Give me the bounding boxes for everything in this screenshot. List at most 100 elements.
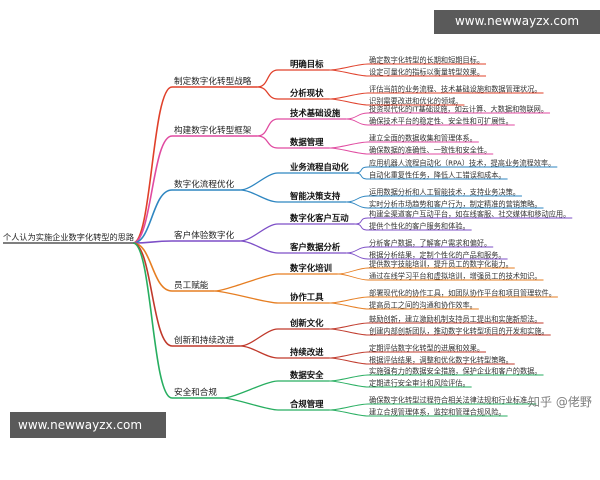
leaf-connector bbox=[346, 246, 369, 254]
leaf-text: 根据评估结果，调整和优化数字化转型策略。 bbox=[369, 356, 513, 365]
leaf-connector bbox=[329, 92, 369, 100]
branch-connector bbox=[132, 86, 173, 244]
leaf-text: 定期进行安全审计和风险评估。 bbox=[369, 379, 470, 388]
branch-connector bbox=[132, 242, 173, 292]
leaf-text: 投资现代化的IT基础设施，如云计算、大数据和物联网。 bbox=[369, 105, 548, 114]
sub-topic-label: 技术基础设施 bbox=[290, 108, 341, 118]
branch-label: 创新和持续改进 bbox=[174, 334, 235, 346]
sub-topic-label: 客户数据分析 bbox=[289, 242, 341, 252]
watermark-top: www.newwayzx.com bbox=[434, 10, 600, 34]
sub-topic-label: 智能决策支持 bbox=[290, 191, 341, 201]
leaf-connector bbox=[329, 351, 369, 359]
sub-connector bbox=[240, 172, 279, 191]
leaf-text: 确保数字化转型过程符合相关法律法规和行业标准。 bbox=[369, 396, 534, 405]
branch-connector bbox=[132, 240, 173, 244]
leaf-text: 创建内部创新团队，推动数字化转型项目的开发和实施。 bbox=[369, 327, 549, 336]
sub-topic-label: 合规管理 bbox=[289, 399, 324, 409]
leaf-text: 实时分析市场趋势和客户行为，制定精准的营销策略。 bbox=[369, 200, 542, 209]
sub-topic-label: 明确目标 bbox=[290, 59, 324, 69]
sub-connector bbox=[257, 86, 279, 100]
branch-connector bbox=[132, 242, 173, 399]
leaf-connector bbox=[329, 63, 369, 71]
leaf-connector bbox=[329, 141, 369, 149]
leaf-text: 建立全面的数据收集和管理体系。 bbox=[369, 134, 477, 143]
leaf-text: 根据分析结果，定制个性化的产品和服务。 bbox=[369, 251, 506, 260]
branch-label: 安全和合规 bbox=[174, 386, 217, 398]
sub-connector bbox=[240, 345, 279, 359]
leaf-text: 分析客户数据，了解客户需求和偏好。 bbox=[369, 239, 491, 248]
branch-label: 构建数字化转型框架 bbox=[174, 124, 252, 136]
sub-topic-label: 数字化客户互动 bbox=[290, 213, 349, 223]
leaf-connector bbox=[346, 112, 369, 120]
watermark-bottom: www.newwayzx.com bbox=[10, 412, 166, 438]
branch-connector bbox=[132, 242, 173, 347]
sub-topic-label: 数字化培训 bbox=[290, 263, 332, 273]
branch-label: 客户体验数字化 bbox=[174, 229, 235, 241]
leaf-connector bbox=[329, 147, 369, 155]
leaf-text: 提供个性化的客户服务和体验。 bbox=[369, 222, 470, 231]
leaf-connector bbox=[329, 409, 369, 417]
branch-label: 制定数字化转型战略 bbox=[174, 75, 252, 87]
sub-topic-label: 业务流程自动化 bbox=[290, 162, 349, 172]
leaf-connector bbox=[329, 380, 369, 388]
leaf-connector bbox=[354, 223, 369, 231]
sub-connector bbox=[240, 189, 279, 203]
sub-topic-label: 协作工具 bbox=[290, 292, 324, 302]
leaf-text: 建立合规管理体系，监控和管理合规风险。 bbox=[369, 408, 506, 417]
leaf-text: 提高员工之间的沟通和协作效率。 bbox=[369, 301, 477, 310]
leaf-text: 应用机器人流程自动化（RPA）技术，提高业务流程效率。 bbox=[369, 159, 555, 168]
sub-connector bbox=[257, 135, 279, 149]
root-node: 个人认为实施企业数字化转型的思路 bbox=[3, 232, 134, 242]
leaf-connector bbox=[329, 374, 369, 382]
sub-connector bbox=[222, 380, 279, 399]
leaf-text: 部署现代化的协作工具，如团队协作平台和项目管理软件。 bbox=[369, 289, 556, 298]
sub-topic-label: 创新文化 bbox=[289, 318, 324, 328]
leaf-text: 识别需要改进和优化的领域。 bbox=[369, 97, 462, 106]
zhihu-watermark: 知乎 @佬野 bbox=[528, 395, 592, 409]
leaf-connector bbox=[354, 172, 369, 180]
sub-connector bbox=[222, 397, 279, 411]
leaf-connector bbox=[354, 217, 369, 225]
leaf-text: 实施强有力的数据安全措施，保护企业和客户的数据。 bbox=[369, 367, 542, 376]
leaf-text: 自动化重复性任务，降低人工错误和成本。 bbox=[369, 171, 506, 180]
sub-connector bbox=[214, 273, 279, 292]
leaf-text: 设定可量化的指标以衡量转型效果。 bbox=[369, 68, 484, 77]
branch-connector bbox=[132, 189, 173, 244]
leaf-connector bbox=[337, 267, 369, 275]
leaf-connector bbox=[329, 328, 369, 336]
leaf-text: 确定数字化转型的长期和短期目标。 bbox=[369, 56, 484, 65]
leaf-text: 确保技术平台的稳定性、安全性和可扩展性。 bbox=[369, 117, 513, 126]
leaf-text: 通过在线学习平台和虚拟培训，增强员工的技术知识。 bbox=[369, 272, 542, 281]
sub-connector bbox=[214, 290, 279, 304]
sub-topic-label: 数据管理 bbox=[290, 137, 324, 147]
leaf-text: 提供数字技能培训，提升员工的数字化能力。 bbox=[369, 260, 513, 269]
sub-topic-label: 分析现状 bbox=[290, 88, 324, 98]
branch-label: 员工赋能 bbox=[174, 279, 209, 291]
sub-topic-label: 数据安全 bbox=[290, 370, 324, 380]
leaf-text: 确保数据的准确性、一致性和安全性。 bbox=[369, 146, 491, 155]
leaf-connector bbox=[329, 98, 369, 106]
leaf-connector bbox=[337, 273, 369, 281]
sub-topic-label: 持续改进 bbox=[290, 347, 324, 357]
leaf-connector bbox=[354, 166, 369, 174]
leaf-connector bbox=[329, 357, 369, 365]
leaf-connector bbox=[346, 201, 369, 209]
leaf-connector bbox=[329, 302, 369, 310]
leaf-connector bbox=[329, 296, 369, 304]
leaf-text: 鼓励创新，建立激励机制支持员工提出和实施新想法。 bbox=[369, 315, 542, 324]
leaf-text: 运用数据分析和人工智能技术，支持业务决策。 bbox=[369, 188, 520, 197]
branch-connector bbox=[132, 135, 173, 244]
sub-connector bbox=[240, 223, 279, 242]
leaf-text: 构建全渠道客户互动平台，如在线客服、社交媒体和移动应用。 bbox=[369, 210, 570, 219]
leaf-connector bbox=[329, 322, 369, 330]
sub-connector bbox=[240, 240, 279, 254]
leaf-connector bbox=[329, 403, 369, 411]
sub-connector bbox=[257, 69, 279, 88]
leaf-text: 定期评估数字化转型的进展和效果。 bbox=[369, 344, 484, 353]
leaf-connector bbox=[346, 195, 369, 203]
leaf-connector bbox=[346, 118, 369, 126]
leaf-connector bbox=[346, 252, 369, 260]
branch-label: 数字化流程优化 bbox=[174, 178, 235, 190]
sub-connector bbox=[257, 118, 279, 137]
